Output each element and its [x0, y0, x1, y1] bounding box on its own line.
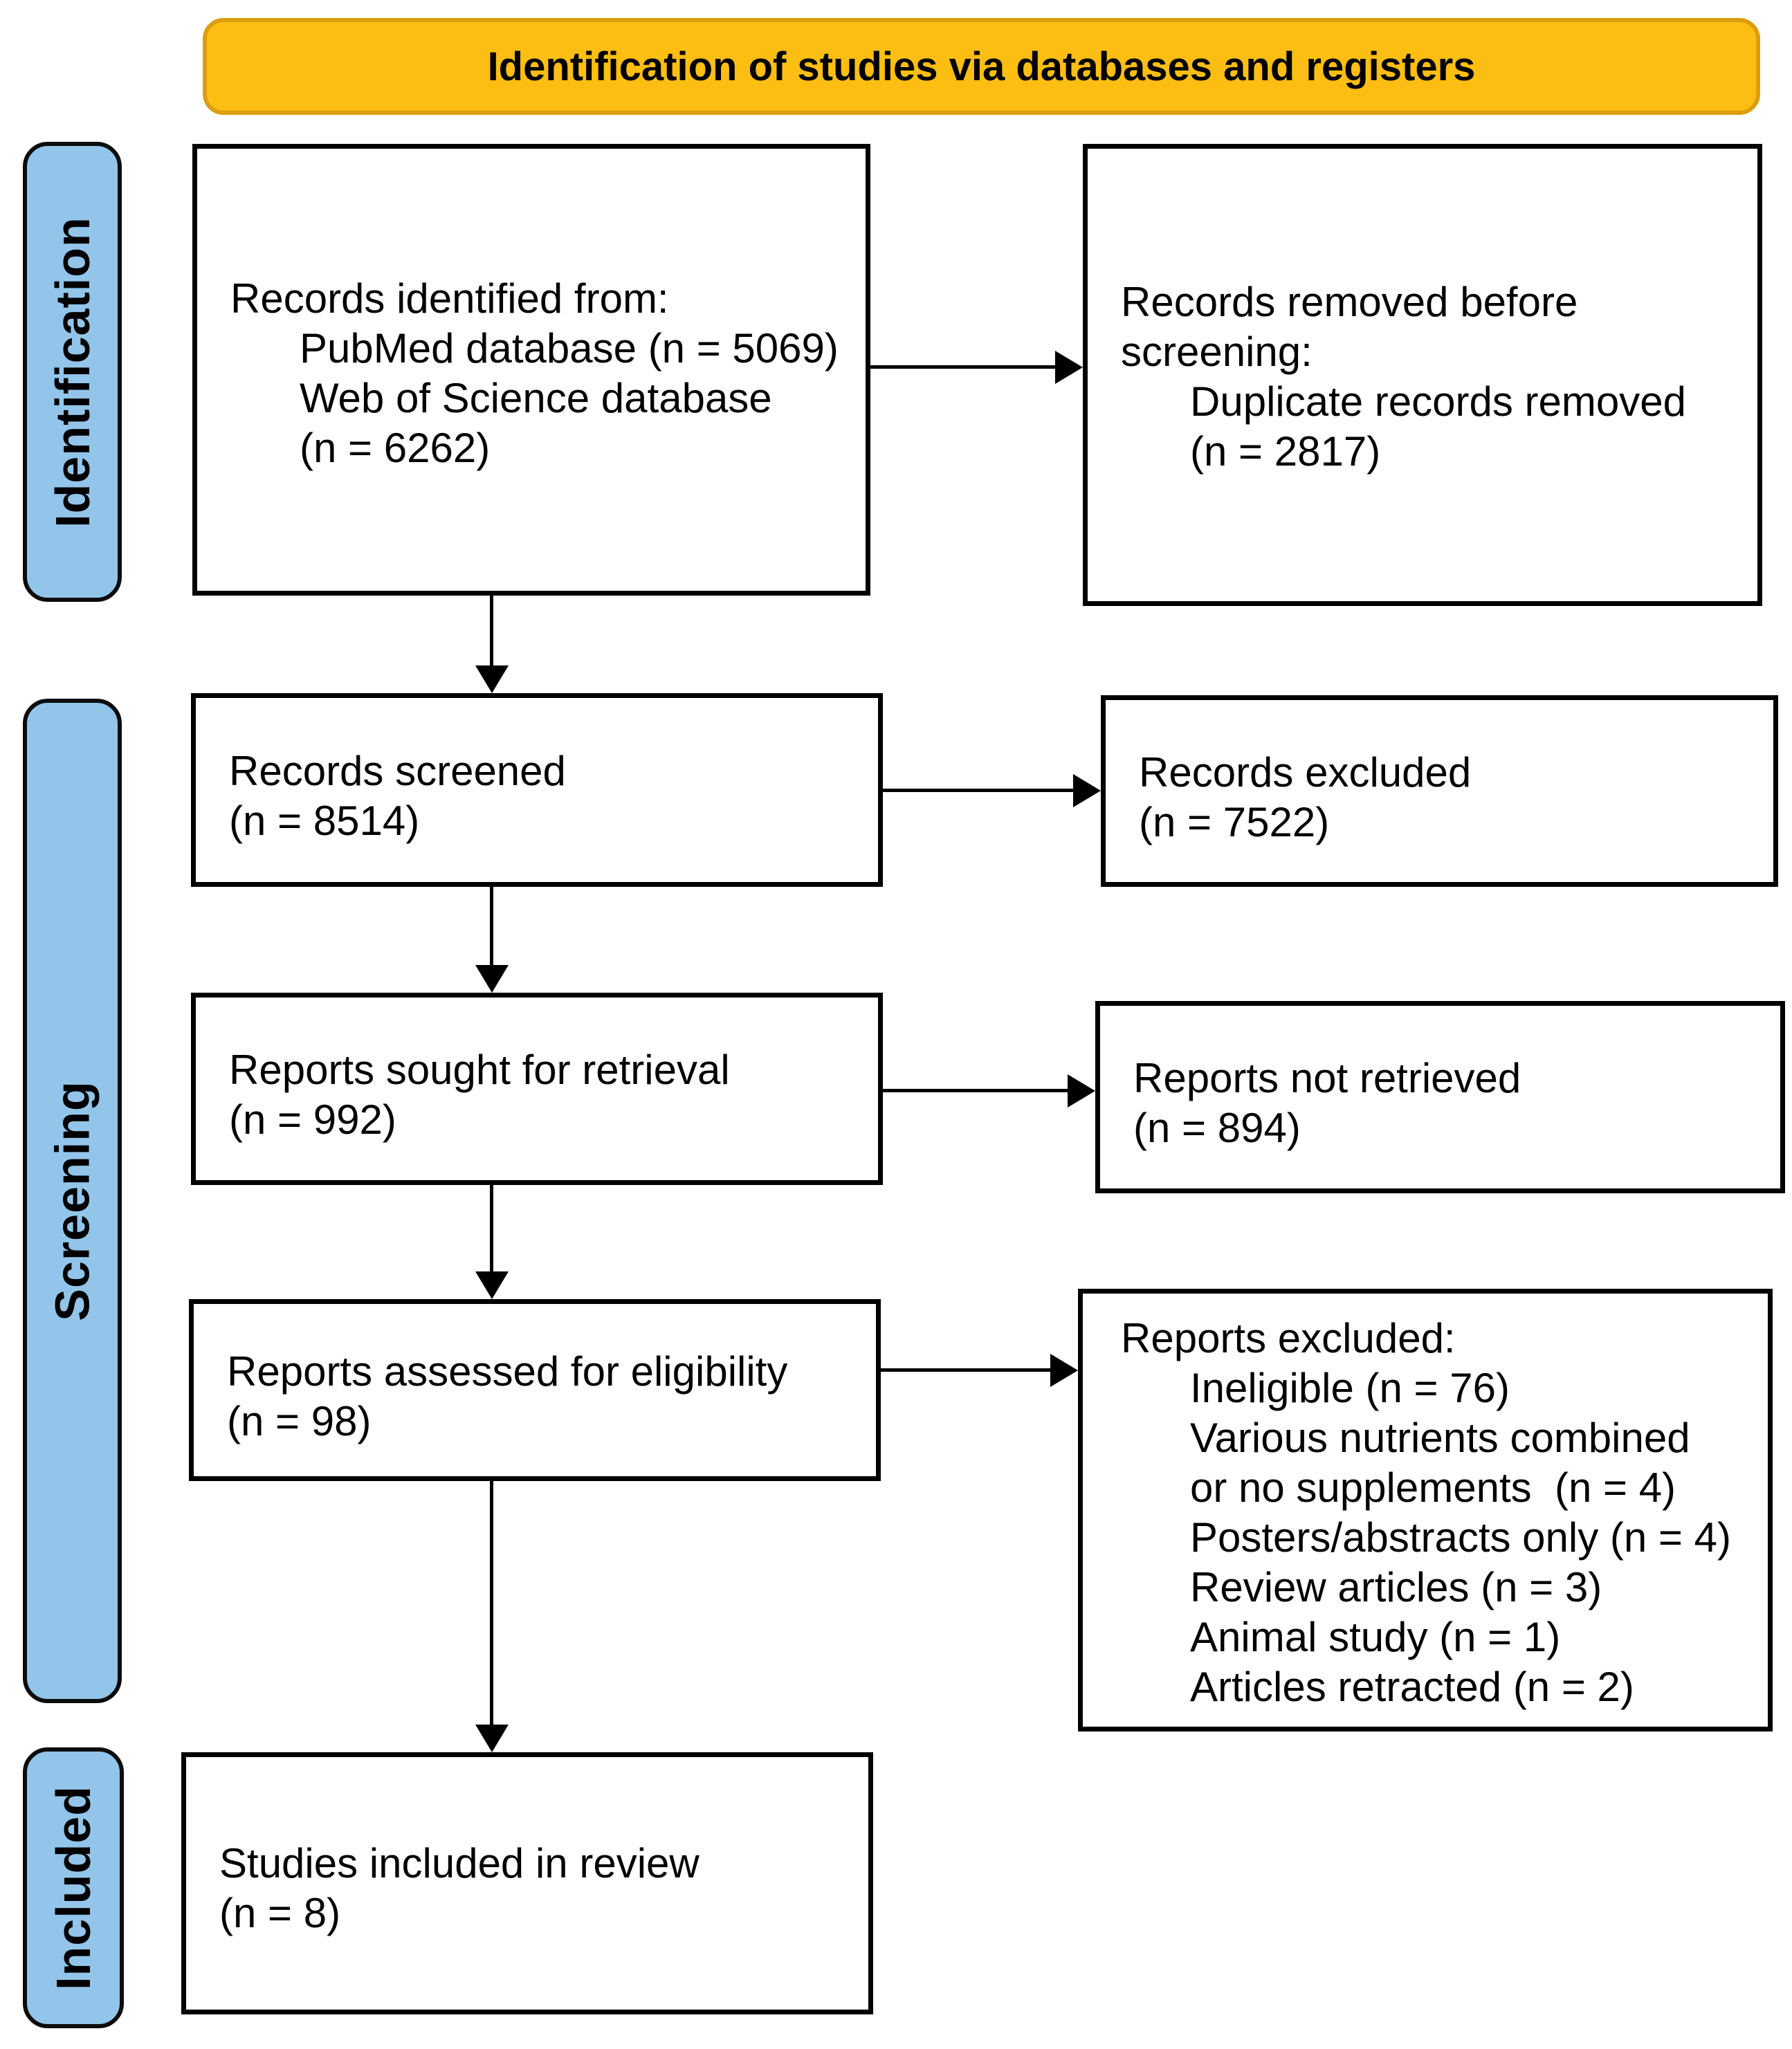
- box-records-excluded: Records excluded (n = 7522): [1101, 695, 1778, 887]
- arrow-assessed-to-included: [490, 1481, 493, 1726]
- box-reports-sought: Reports sought for retrieval (n = 992): [191, 993, 883, 1185]
- box-text-line: Reports sought for retrieval: [229, 1047, 730, 1093]
- box-text-line: Records excluded: [1139, 748, 1472, 796]
- box-records-identified: Records identified from: PubMed database…: [192, 144, 870, 596]
- banner: Identification of studies via databases …: [203, 18, 1760, 115]
- box-reports-not-retrieved: Reports not retrieved (n = 894): [1095, 1001, 1785, 1193]
- box-text-line: PubMed database (n = 5069): [300, 324, 839, 371]
- box-text-line: Articles retracted (n = 2): [1190, 1664, 1634, 1710]
- box-text-line: Review articles (n = 3): [1190, 1564, 1602, 1610]
- box-text-line: Records removed before: [1121, 279, 1578, 325]
- box-text-line: Animal study (n = 1): [1190, 1614, 1561, 1660]
- box-text-line: (n = 7522): [1139, 798, 1330, 845]
- stage-label-identification-text: Identification: [45, 216, 100, 528]
- box-reports-assessed: Reports assessed for eligibility (n = 98…: [189, 1299, 881, 1481]
- box-text-line: Records screened: [229, 748, 566, 794]
- stage-label-identification: Identification: [23, 142, 122, 602]
- box-text-line: Reports not retrieved: [1133, 1055, 1521, 1101]
- box-text-line: (n = 894): [1133, 1105, 1301, 1151]
- box-text-line: screening:: [1121, 329, 1313, 375]
- banner-title: Identification of studies via databases …: [487, 44, 1476, 89]
- box-records-screened: Records screened (n = 8514): [191, 693, 883, 887]
- stage-label-included: Included: [23, 1747, 124, 2028]
- stage-label-screening-text: Screening: [45, 1081, 100, 1321]
- box-text-line: (n = 98): [227, 1397, 372, 1444]
- box-text-line: Ineligible (n = 76): [1190, 1365, 1510, 1411]
- arrow-screened-to-excluded: [883, 789, 1075, 792]
- box-text-line: Reports assessed for eligibility: [227, 1348, 788, 1395]
- box-text-line: (n = 992): [229, 1096, 396, 1143]
- arrow-sought-to-assessed: [490, 1185, 493, 1273]
- box-text-line: Duplicate records removed: [1190, 378, 1686, 425]
- box-text-line: (n = 6262): [300, 424, 491, 471]
- arrow-screened-to-sought: [490, 887, 493, 966]
- box-records-removed: Records removed before screening: Duplic…: [1083, 144, 1762, 606]
- box-text-line: Reports excluded:: [1121, 1315, 1456, 1361]
- box-studies-included: Studies included in review (n = 8): [181, 1752, 873, 2014]
- box-text-line: (n = 8514): [229, 798, 420, 844]
- arrow-assessed-to-reports-excluded: [881, 1368, 1052, 1372]
- box-text-line: (n = 2817): [1190, 428, 1381, 475]
- arrow-identified-to-removed: [868, 365, 1057, 369]
- box-text-line: Studies included in review: [219, 1840, 700, 1886]
- box-text-line: (n = 8): [219, 1890, 341, 1936]
- stage-label-included-text: Included: [46, 1785, 101, 1990]
- box-text-line: Web of Science database: [300, 374, 772, 421]
- box-text-line: or no supplements (n = 4): [1190, 1464, 1676, 1511]
- box-text-line: Various nutrients combined: [1190, 1415, 1690, 1461]
- arrow-sought-to-not-retrieved: [883, 1089, 1069, 1092]
- box-reports-excluded: Reports excluded: Ineligible (n = 76) Va…: [1078, 1289, 1773, 1731]
- stage-label-screening: Screening: [23, 699, 122, 1703]
- box-text-line: Records identified from:: [230, 275, 669, 322]
- box-text-line: Posters/abstracts only (n = 4): [1190, 1514, 1731, 1561]
- arrow-identified-to-screened: [490, 596, 493, 667]
